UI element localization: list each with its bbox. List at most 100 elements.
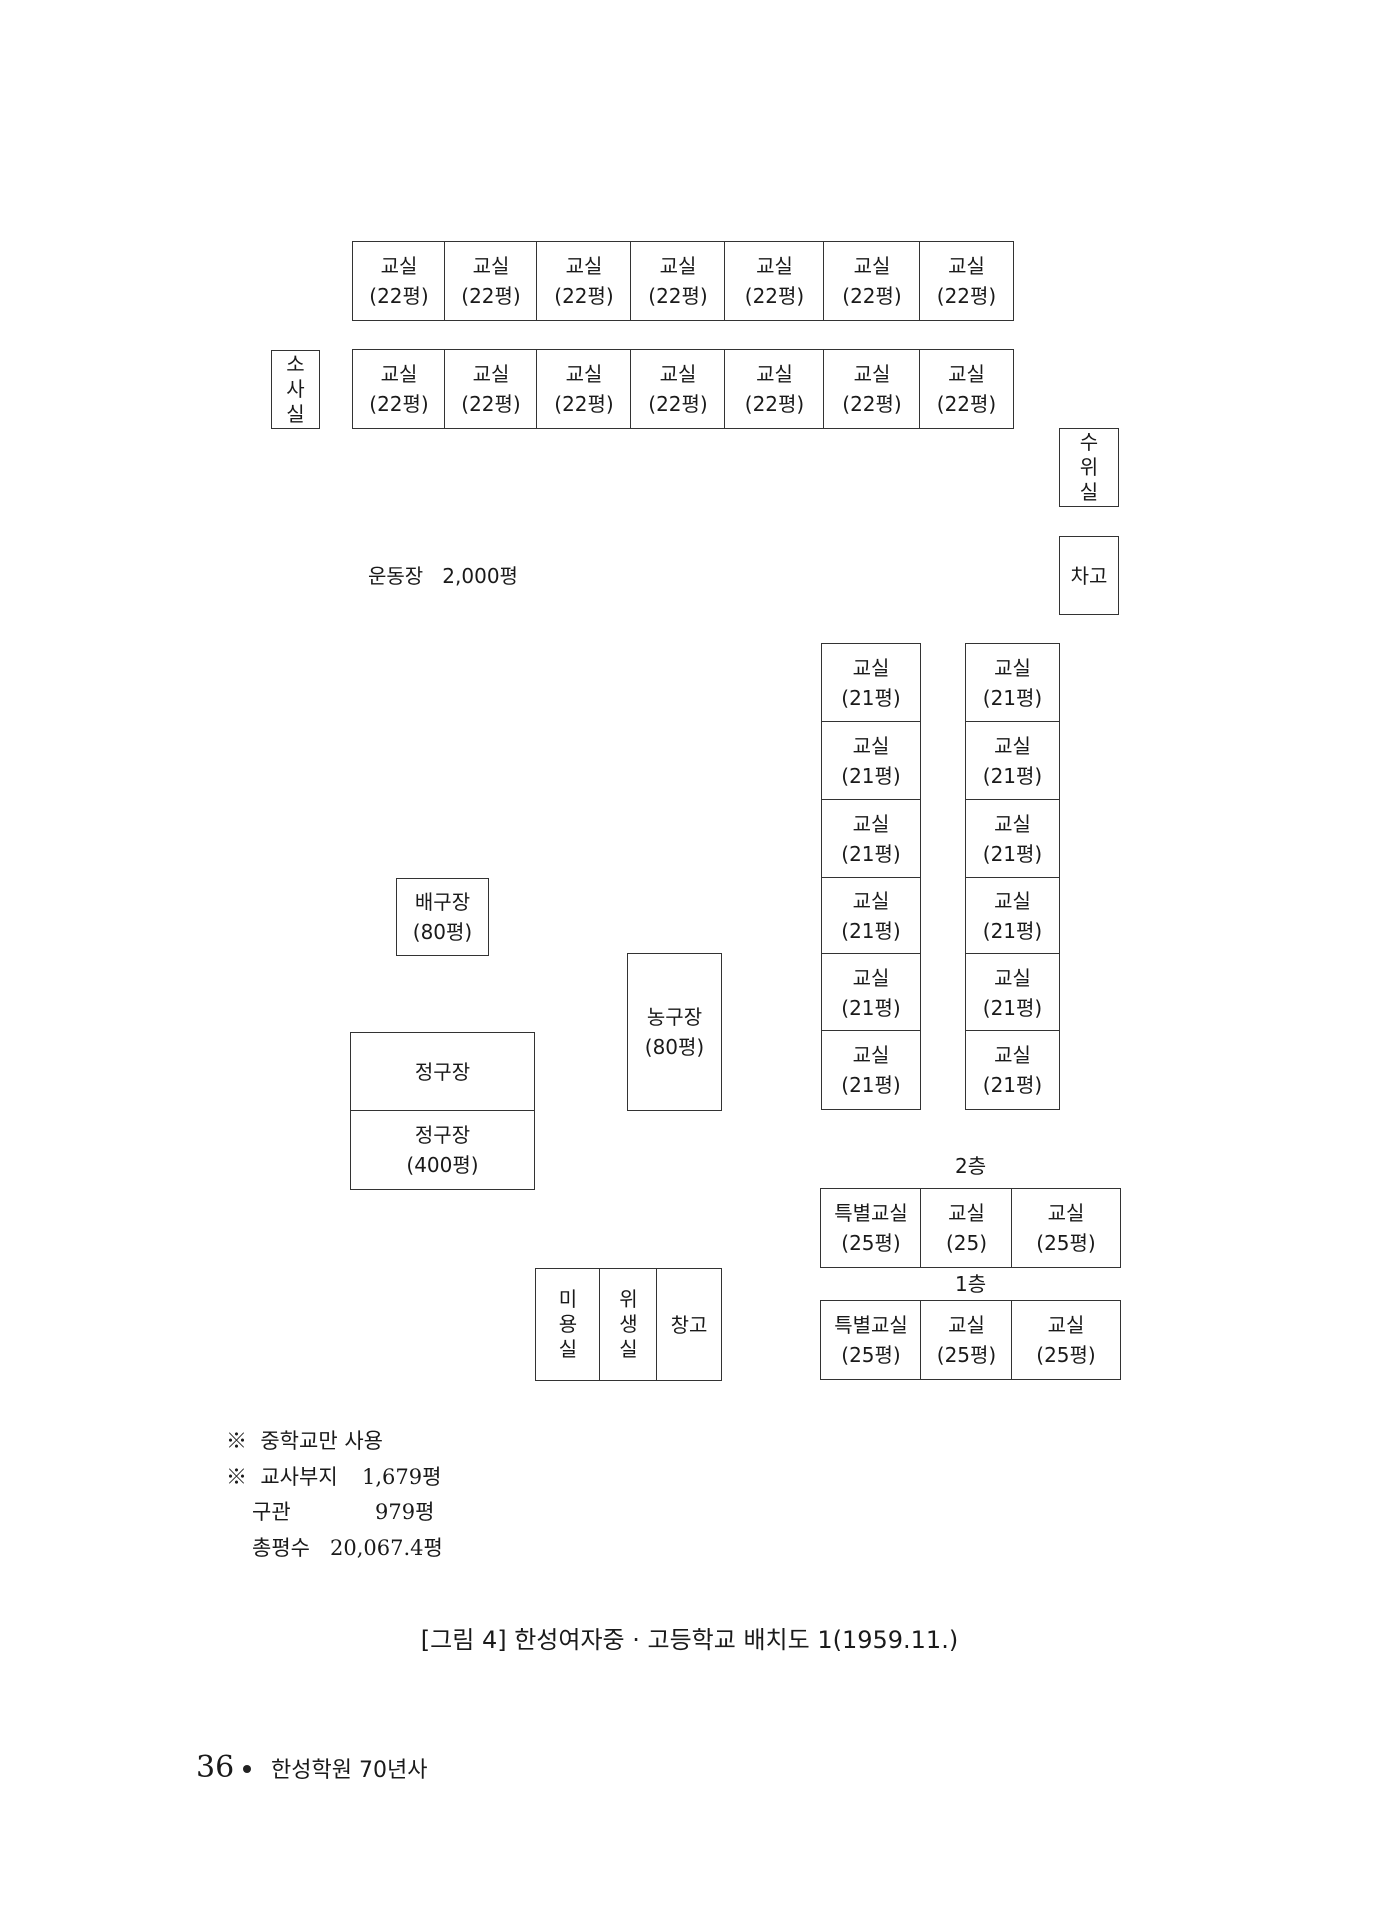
classroom: 교실(25평): [1011, 1188, 1121, 1268]
book-title: 한성학원 70년사: [271, 1758, 428, 1783]
room-area: (22평): [842, 284, 902, 308]
room-name: 교실: [472, 362, 510, 386]
tennis-court-top: 정구장: [350, 1032, 535, 1112]
classroom: 교실 (22평): [919, 349, 1014, 429]
char: 생: [619, 1312, 638, 1336]
room-area: (21평): [841, 919, 901, 943]
classroom: 교실(22평): [724, 349, 825, 429]
room-area: (22평): [369, 284, 429, 308]
room-area: (22평): [744, 284, 805, 308]
room-area: (25평): [841, 1343, 901, 1367]
garage: 차고: [1059, 536, 1119, 615]
room-name: 배구장: [414, 890, 471, 914]
classroom: 교실(22평): [352, 349, 446, 429]
note-site: ※ 교사부지: [226, 1461, 338, 1491]
room-area: (21평): [982, 995, 1043, 1020]
room-name: 특별교실: [834, 1201, 908, 1225]
page-number: 36: [196, 1750, 235, 1785]
classroom: 교실(21평): [821, 877, 921, 955]
note-text: 중학교만 사용: [260, 1429, 383, 1453]
room-area: (21평): [841, 842, 901, 866]
room-name: 교실: [1047, 1201, 1085, 1225]
room-name: 교실: [994, 889, 1031, 913]
classroom: 교실(22평): [630, 241, 726, 321]
room-name: 교실: [852, 812, 890, 836]
room-name: 교실: [852, 656, 890, 680]
room-name: 교실: [756, 362, 793, 386]
special-classroom: 특별교실(25평): [820, 1300, 922, 1380]
room-area: (25평): [1036, 1343, 1096, 1367]
room-name: 교실: [853, 254, 891, 278]
classroom: 교실 (22평): [724, 241, 825, 321]
classroom: 교실 (22평): [823, 241, 921, 321]
room-name: 교실: [756, 254, 793, 278]
floor-label-1: 1층: [955, 1272, 987, 1296]
room-area: (22평): [554, 284, 614, 308]
room-area: (22평): [936, 284, 997, 308]
char: 실: [619, 1337, 638, 1361]
classroom: 교실 (22평): [919, 241, 1014, 321]
room-name: 교실: [380, 362, 418, 386]
classroom: 교실 (22평): [536, 241, 632, 321]
bullet-icon: [243, 1765, 251, 1773]
classroom: 교실(25): [920, 1188, 1013, 1268]
room-name: 교실: [948, 362, 985, 386]
classroom: 교실 (21평): [965, 643, 1060, 723]
room-area: (21평): [841, 686, 901, 710]
note-total-value: 20,067.4평: [330, 1536, 443, 1560]
room-area: (21평): [982, 686, 1043, 710]
room-name: 교실: [659, 362, 697, 386]
figure-caption: [그림 4] 한성여자중 · 고등학교 배치도 1(1959.11.): [420, 1626, 959, 1654]
classroom: 교실(25평): [1011, 1300, 1121, 1380]
classroom: 교실 (22평): [630, 349, 726, 429]
note-site-value: 1,679평: [362, 1465, 442, 1489]
room-area: (22평): [554, 392, 614, 416]
room-name: 교실: [852, 965, 890, 990]
storage-room: 창고: [656, 1268, 722, 1381]
note-old-value: 979평: [375, 1500, 435, 1524]
room-area: (22평): [648, 392, 708, 416]
room-name: 교실: [948, 254, 985, 278]
volleyball-court: 배구장(80평): [396, 878, 489, 956]
room-area: (22평): [461, 392, 521, 416]
room-name: 창고: [670, 1312, 708, 1337]
classroom: 교실 (22평): [536, 349, 632, 429]
room-area: (22평): [842, 392, 902, 416]
classroom: 교실(21평): [821, 1030, 921, 1110]
room-name: 교실: [380, 254, 418, 278]
classroom: 교실(21평): [965, 721, 1060, 801]
note-old-label: 구관: [252, 1500, 291, 1524]
classroom: 교실(22평): [823, 349, 921, 429]
classroom: 교실 (21평): [965, 1030, 1060, 1110]
classroom: 교실(21평): [821, 721, 921, 801]
note-mark: ※: [226, 1465, 247, 1489]
room-area: (21평): [982, 1073, 1043, 1097]
room-name: 교실: [994, 812, 1031, 836]
room-name: 교실: [994, 965, 1031, 990]
note-middle-only: ※ 중학교만 사용: [226, 1425, 383, 1455]
char: 실: [286, 402, 305, 426]
room-area: (22평): [936, 392, 997, 416]
room-area: (21평): [841, 1073, 901, 1097]
special-classroom: 특별교실(25평): [820, 1188, 922, 1268]
note-mark: ※: [226, 1429, 247, 1453]
room-area: (400평): [406, 1153, 479, 1177]
playground-name: 운동장: [368, 564, 424, 588]
classroom: 교실(21평): [821, 953, 921, 1032]
char: 위: [619, 1287, 638, 1311]
classroom: 교실 (21평): [821, 643, 921, 723]
char: 실: [1079, 480, 1099, 504]
char: 수: [1079, 430, 1099, 454]
room-name: 교실: [565, 254, 603, 278]
room-area: (25평): [936, 1343, 997, 1367]
room-name: 교실: [994, 656, 1031, 680]
room-area: (21평): [982, 764, 1043, 788]
room-area: (21평): [982, 842, 1043, 866]
room-name: 교실: [565, 362, 603, 386]
room-name: 교실: [994, 1043, 1031, 1067]
room-name: 교실: [472, 254, 510, 278]
char: 사: [286, 377, 305, 401]
room-area: (25): [945, 1231, 988, 1255]
